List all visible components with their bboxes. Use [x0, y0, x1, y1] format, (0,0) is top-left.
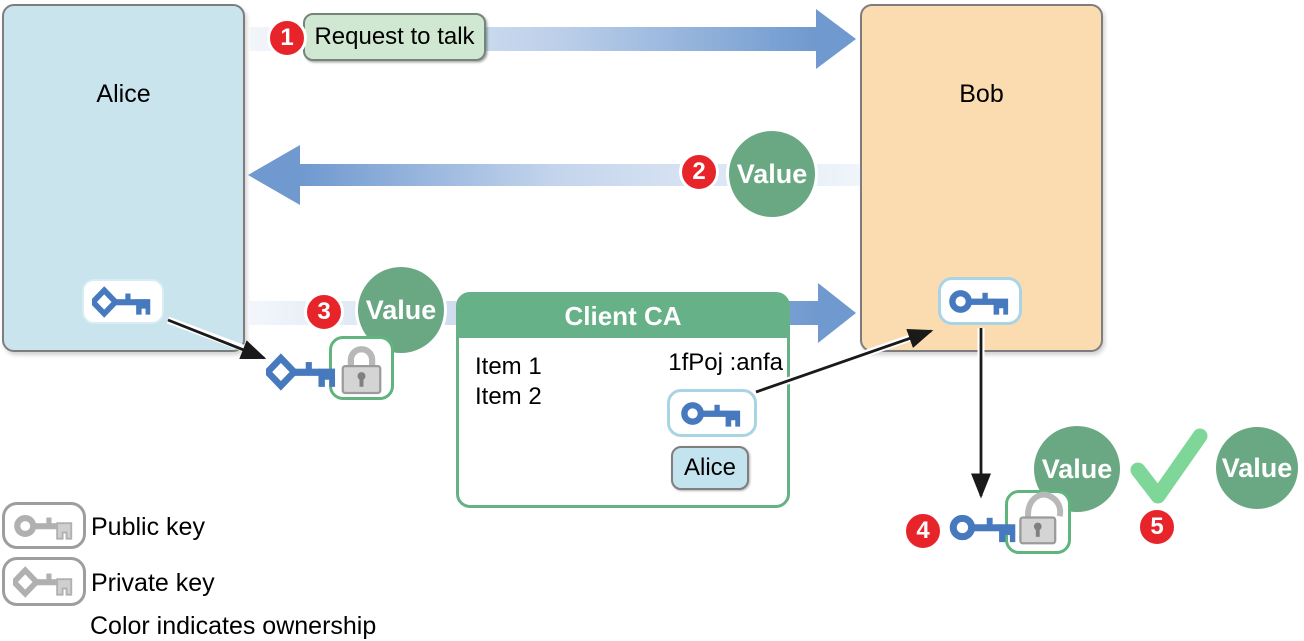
- padlock-unlocked-icon: [1019, 491, 1064, 545]
- certificate-item: Item 1: [475, 353, 542, 380]
- certificate-public-key-box: [667, 389, 757, 437]
- checkmark-icon: [1130, 428, 1208, 504]
- bob-public-key-box: [938, 277, 1022, 325]
- request-to-talk-box: Request to talk: [303, 13, 486, 61]
- alice-private-key-box: [82, 279, 164, 324]
- certificate-box: Client CA Item 1 Item 2 1fPoj :anfa Alic…: [456, 292, 790, 508]
- alice-label: Alice: [96, 80, 151, 108]
- value-circle-step2: Value: [726, 128, 818, 220]
- legend-public-key-box: [2, 502, 86, 549]
- arrow-left-head-icon: [248, 145, 300, 205]
- private-key-icon: [13, 565, 73, 598]
- value-circle-step5: Value: [1213, 424, 1301, 512]
- legend-private-key-label: Private key: [91, 569, 215, 597]
- certificate-signature: 1fPoj :anfa: [668, 349, 783, 376]
- certificate-item: Item 2: [475, 383, 542, 410]
- public-key-icon: [949, 289, 1009, 315]
- arrow-right-head-icon: [816, 9, 856, 69]
- bob-label: Bob: [959, 80, 1004, 108]
- step-5-badge: 5: [1137, 507, 1177, 547]
- public-key-icon: [681, 401, 741, 427]
- private-key-icon: [266, 353, 336, 391]
- arrow-left-step2: [300, 164, 860, 186]
- padlock-locked-icon: [341, 346, 382, 395]
- legend-ownership-note: Color indicates ownership: [90, 612, 377, 640]
- arrow-right-head-icon: [818, 283, 856, 343]
- certificate-title: Client CA: [459, 295, 787, 338]
- legend-private-key-box: [2, 557, 86, 606]
- step-1-badge: 1: [267, 18, 307, 58]
- public-key-icon: [949, 514, 1016, 543]
- step-3-badge: 3: [304, 292, 344, 332]
- step-2-badge: 2: [679, 152, 719, 192]
- legend-public-key-label: Public key: [91, 513, 205, 541]
- public-key-icon: [14, 514, 73, 540]
- private-key-icon: [92, 285, 151, 318]
- step-4-badge: 4: [903, 511, 943, 551]
- certificate-subject-badge: Alice: [671, 446, 749, 490]
